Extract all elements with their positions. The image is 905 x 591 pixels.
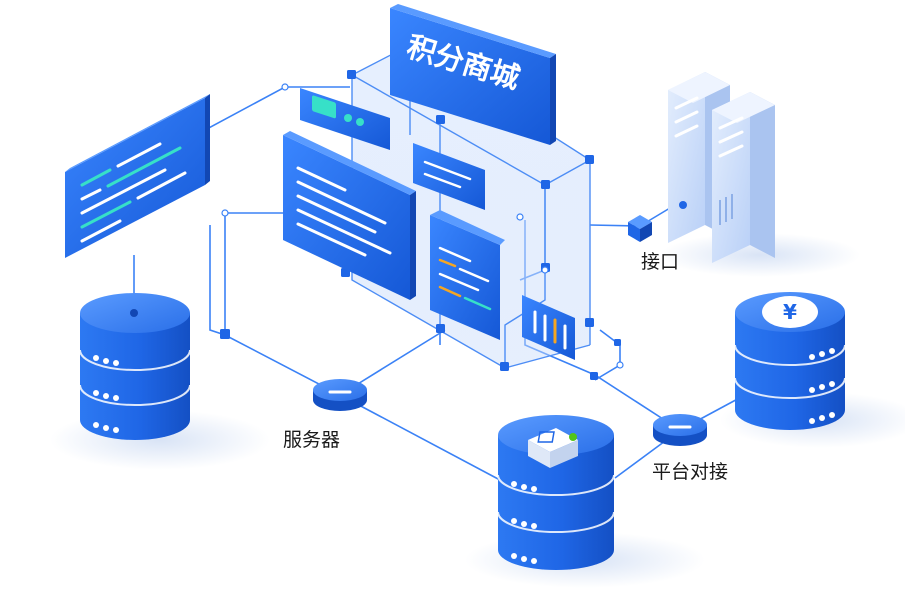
card-chart <box>522 295 575 360</box>
card-code <box>430 210 505 340</box>
server-towers <box>668 72 775 263</box>
code-monitor <box>65 94 210 258</box>
interface-label: 接口 <box>641 251 680 273</box>
card-main <box>283 131 416 300</box>
database-left <box>79 293 191 440</box>
card-right <box>413 143 485 210</box>
yen-coin-icon: ¥ <box>762 296 818 328</box>
interface-node <box>628 215 652 242</box>
platform-label: 平台对接 <box>652 461 729 483</box>
server-node <box>313 379 367 411</box>
server-label: 服务器 <box>283 429 341 451</box>
title-sign: 积分商城 <box>390 4 556 145</box>
package-icon <box>528 428 578 468</box>
card-top <box>300 88 390 150</box>
yen-symbol: ¥ <box>783 300 797 324</box>
database-right: ¥ <box>734 292 846 430</box>
database-bottom <box>497 415 615 570</box>
platform-node <box>653 414 707 446</box>
